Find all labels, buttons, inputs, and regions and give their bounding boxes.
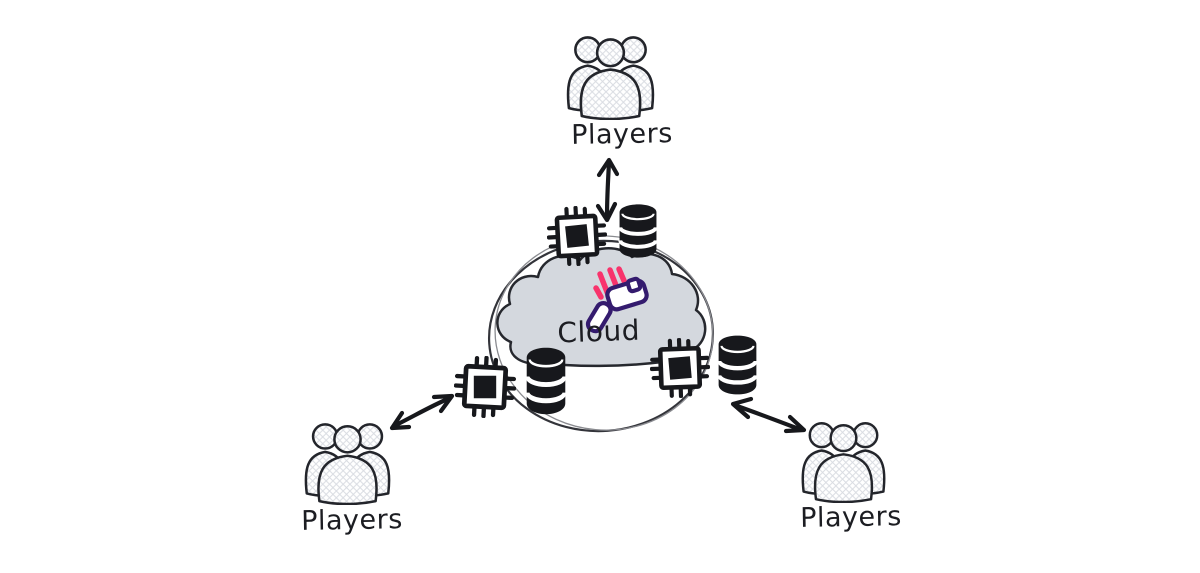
players-group-top: Players <box>566 36 673 151</box>
server-node-left <box>454 348 565 418</box>
players-label-left: Players <box>301 504 403 537</box>
players-label-top: Players <box>571 118 673 151</box>
hammer-icon <box>585 266 649 334</box>
three-users-icon <box>566 36 655 120</box>
three-users-icon <box>801 422 886 503</box>
ring-stroke-inner <box>494 235 714 431</box>
players-group-right: Players <box>800 422 902 534</box>
players-group-left: Players <box>301 423 403 537</box>
database-icon <box>719 336 757 395</box>
cpu-chip-icon <box>454 356 516 418</box>
hammer-body <box>585 276 649 334</box>
database-icon <box>617 203 659 259</box>
link-arrow-top <box>595 157 620 223</box>
link-arrow-left <box>389 393 455 431</box>
players-label-right: Players <box>800 501 902 534</box>
link-arrow-right <box>730 396 807 434</box>
cloud-label: Cloud <box>557 314 641 350</box>
three-users-icon <box>304 423 391 505</box>
database-icon <box>527 348 566 414</box>
